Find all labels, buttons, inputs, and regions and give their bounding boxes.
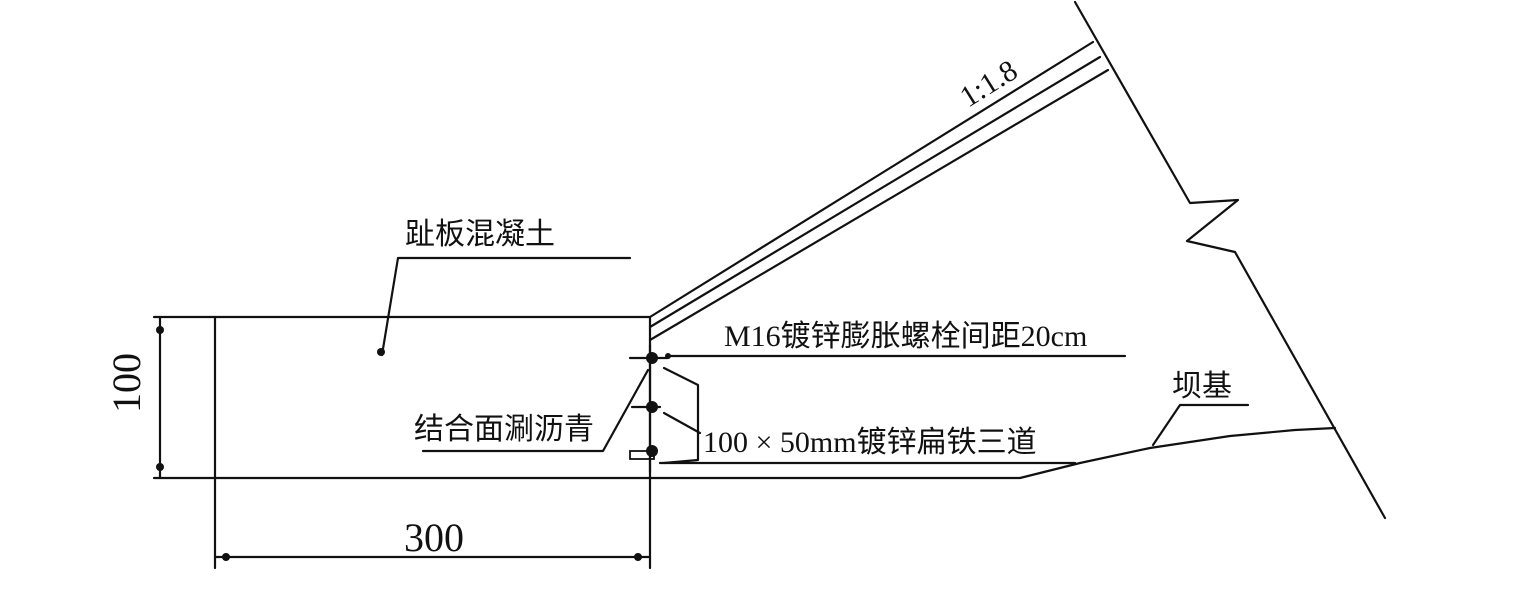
toe-slab-concrete-label: 趾板混凝土 [405, 218, 555, 251]
excavation-slope-line [1073, 0, 1387, 520]
bolt-and-flat-iron-group [628, 343, 702, 474]
dam-foundation-label: 坝基 [1172, 370, 1232, 403]
width-dimension-value: 300 [404, 515, 464, 560]
height-dimension [152, 315, 217, 480]
width-dimension [213, 476, 652, 570]
joint-asphalt-label: 结合面涮沥青 [414, 413, 594, 446]
face-slab-lines [648, 40, 1110, 342]
flat-iron-label: 100 × 50mm镀锌扁铁三道 [703, 426, 1037, 459]
asphalt-leader [421, 368, 650, 453]
dam-foundation-line [648, 426, 1337, 480]
toe-slab-body [213, 315, 652, 480]
toe-slab-leader-dot [377, 348, 385, 356]
dam-foundation-leader [1151, 403, 1250, 447]
slope-ratio-label: 1:1.8 [954, 54, 1023, 114]
bolt-label: M16镀锌膨胀螺栓间距20cm [724, 320, 1087, 353]
height-dimension-value: 100 [104, 353, 149, 413]
toe-slab-leader [380, 256, 632, 357]
